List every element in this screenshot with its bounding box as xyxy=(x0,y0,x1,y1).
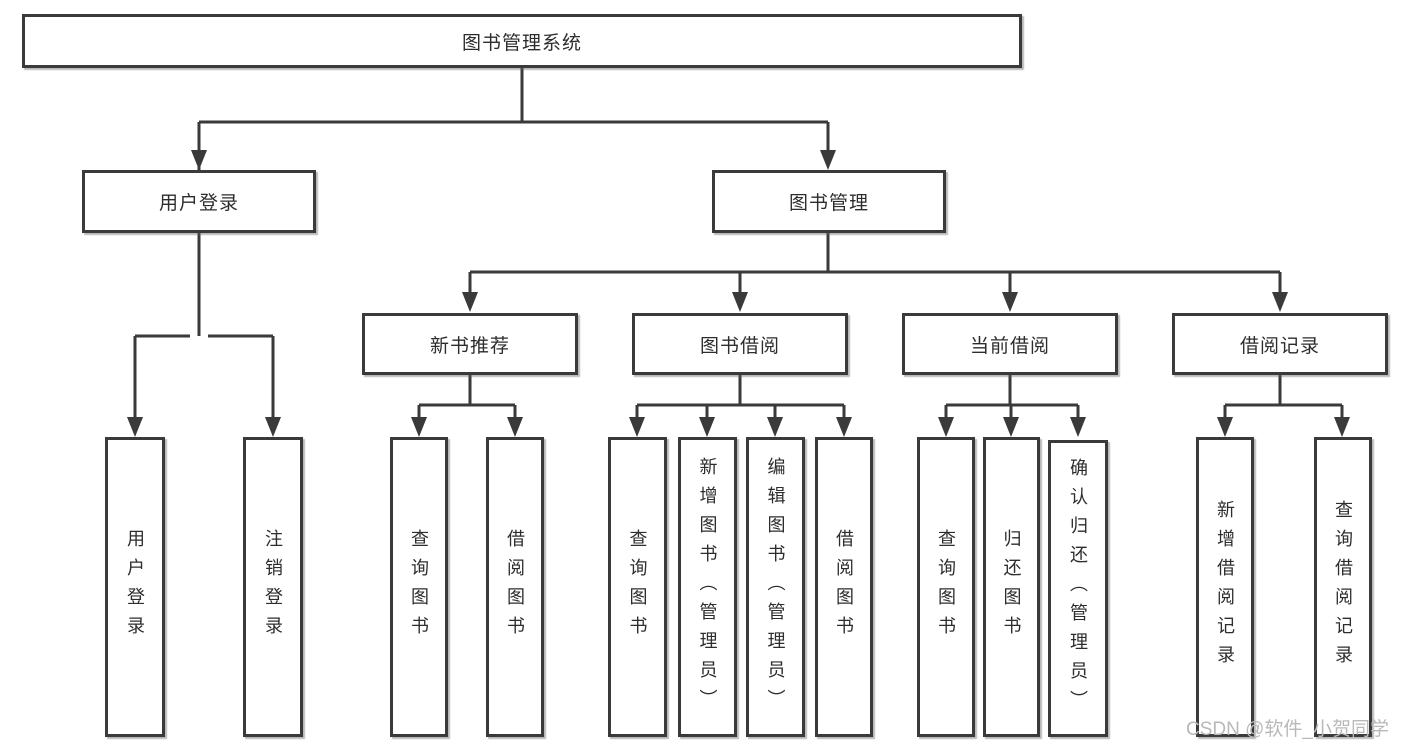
node-label: 归还图书 xyxy=(1001,529,1022,645)
node-rec-borrow-books: 借阅图书 xyxy=(486,437,544,737)
node-current-borrowing: 当前借阅 xyxy=(902,313,1118,375)
node-library-management-system: 图书管理系统 xyxy=(22,14,1022,68)
node-user-login: 用户登录 xyxy=(82,170,316,233)
node-bb-add-books-admin: 新增图书（管理员） xyxy=(678,437,737,737)
node-label: 图书借阅 xyxy=(699,335,780,357)
node-label: 查询图书 xyxy=(627,529,648,645)
node-label: 新增图书（管理员） xyxy=(697,456,718,718)
node-label: 借阅图书 xyxy=(834,529,854,645)
node-label: 注销登录 xyxy=(263,529,283,645)
node-cb-query-books: 查询图书 xyxy=(917,437,975,737)
node-label: 图书管理 xyxy=(788,193,869,214)
node-label: 新增借阅记录 xyxy=(1215,500,1235,674)
node-book-management: 图书管理 xyxy=(712,170,946,233)
node-label: 查询图书 xyxy=(936,529,956,645)
node-label: 借阅记录 xyxy=(1239,335,1320,357)
node-label: 编辑图书（管理员） xyxy=(765,456,786,718)
node-label: 用户登录 xyxy=(158,193,239,214)
node-book-borrowing: 图书借阅 xyxy=(632,313,848,375)
node-label: 当前借阅 xyxy=(969,335,1050,357)
node-label: 查询图书 xyxy=(409,529,429,645)
node-label: 查询借阅记录 xyxy=(1333,500,1353,674)
node-borrowing-records: 借阅记录 xyxy=(1172,313,1388,375)
node-user-login-leaf: 用户登录 xyxy=(105,437,165,737)
node-rec-query-books: 查询图书 xyxy=(390,437,448,737)
node-cb-confirm-return-admin: 确认归还（管理员） xyxy=(1048,440,1108,737)
node-label: 借阅图书 xyxy=(505,529,525,645)
node-bb-edit-books-admin: 编辑图书（管理员） xyxy=(746,437,805,737)
csdn-watermark: CSDN @软件_小贺同学 xyxy=(1186,719,1389,740)
node-br-query-record: 查询借阅记录 xyxy=(1314,437,1372,737)
node-logout: 注销登录 xyxy=(243,437,303,737)
connector-shafts xyxy=(133,68,1344,421)
node-bb-borrow-books: 借阅图书 xyxy=(815,437,873,737)
node-bb-query-books: 查询图书 xyxy=(608,437,667,737)
node-label: 用户登录 xyxy=(125,529,145,645)
node-new-book-recommend: 新书推荐 xyxy=(362,313,578,375)
node-label: 确认归还（管理员） xyxy=(1068,458,1088,719)
node-br-add-record: 新增借阅记录 xyxy=(1196,437,1254,737)
node-label: 新书推荐 xyxy=(429,335,510,357)
node-cb-return-books: 归还图书 xyxy=(983,437,1040,737)
node-label: 图书管理系统 xyxy=(461,32,582,54)
arrowheads xyxy=(127,150,1350,437)
